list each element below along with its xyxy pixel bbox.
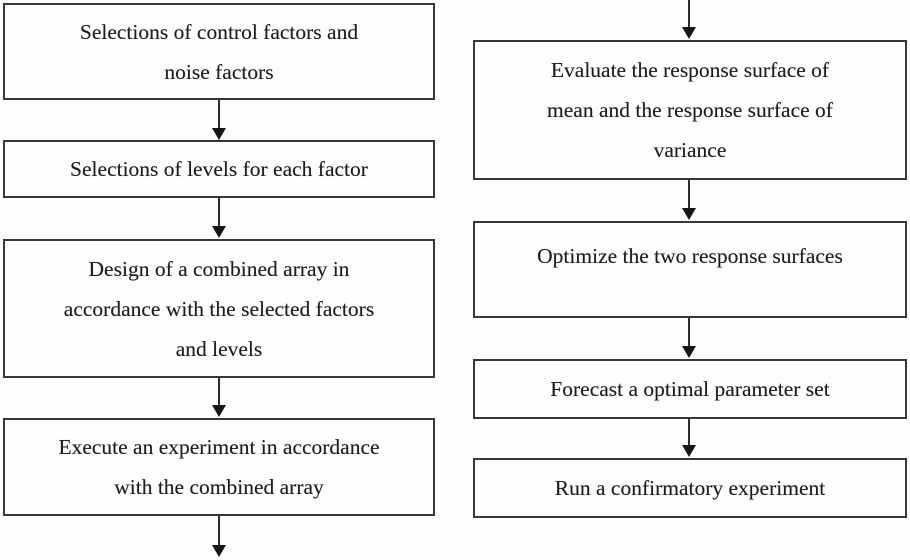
arrow-down-icon	[682, 419, 696, 457]
arrow-shaft	[688, 180, 690, 210]
arrow-shaft	[688, 419, 690, 447]
arrow-down-icon	[682, 318, 696, 358]
arrow-shaft	[218, 378, 220, 407]
arrow-head	[682, 346, 696, 358]
arrow-shaft	[688, 0, 690, 29]
arrow-down-icon	[212, 198, 226, 238]
flow-node-design-combined-array: Design of a combined array in accordance…	[3, 239, 435, 378]
arrow-shaft	[218, 516, 220, 547]
arrow-head	[212, 405, 226, 417]
arrow-down-enter-icon	[682, 0, 696, 39]
arrow-shaft	[218, 198, 220, 228]
arrow-head	[682, 445, 696, 457]
arrow-shaft	[688, 318, 690, 348]
arrow-shaft	[218, 100, 220, 130]
flow-node-select-levels: Selections of levels for each factor	[3, 140, 435, 198]
arrow-head	[682, 208, 696, 220]
flow-node-confirmatory-experiment: Run a confirmatory experiment	[473, 458, 907, 518]
flow-node-select-factors: Selections of control factors and noise …	[3, 3, 435, 100]
flow-node-forecast-parameter-set: Forecast a optimal parameter set	[473, 359, 907, 419]
arrow-down-exit-icon	[212, 516, 226, 557]
arrow-head	[212, 128, 226, 140]
arrow-down-icon	[212, 378, 226, 417]
arrow-down-icon	[212, 100, 226, 140]
arrow-head	[212, 545, 226, 557]
flow-node-execute-experiment: Execute an experiment in accordance with…	[3, 418, 435, 516]
arrow-down-icon	[682, 180, 696, 220]
arrow-head	[212, 226, 226, 238]
flow-node-evaluate-response-surfaces: Evaluate the response surface of mean an…	[473, 40, 907, 180]
arrow-head	[682, 27, 696, 39]
flow-node-optimize-surfaces: Optimize the two response surfaces	[473, 221, 907, 318]
